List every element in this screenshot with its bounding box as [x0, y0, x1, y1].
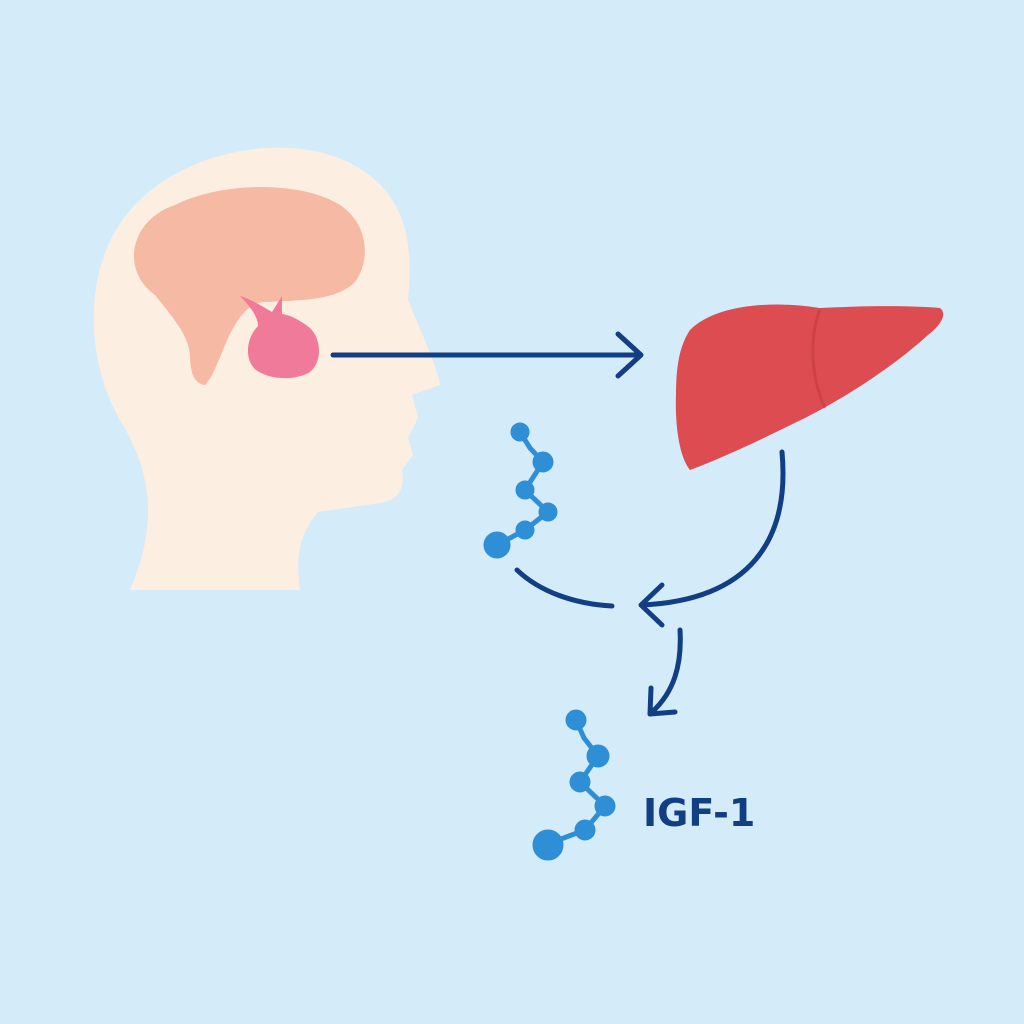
brain-icon [133, 186, 365, 385]
arc-from-molecule [514, 567, 615, 609]
arrow-liver-curve [638, 449, 786, 628]
arrow-down-to-igf1 [647, 627, 683, 717]
liver-icon [675, 304, 944, 470]
liver-lobe-divider [811, 309, 827, 409]
molecule-chain-upper-icon [483, 422, 558, 559]
arrow-pituitary-to-liver [330, 331, 644, 379]
pituitary-gland-icon [240, 296, 319, 379]
head-icon [93, 147, 441, 591]
molecule-chain-lower-icon [532, 709, 616, 861]
igf1-label: IGF-1 [643, 791, 755, 835]
